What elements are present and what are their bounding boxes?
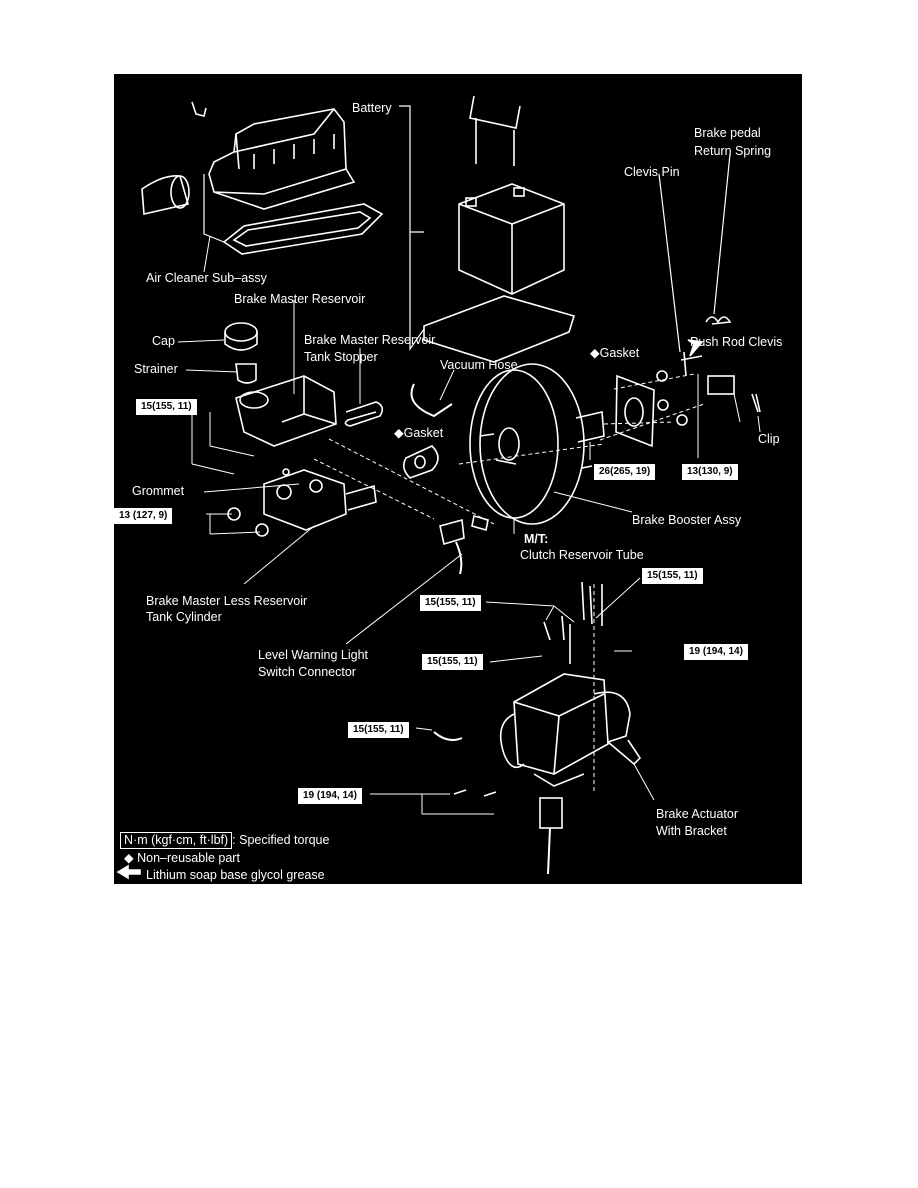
label-actuator-2: With Bracket [656, 824, 727, 838]
torque-actuator-top-right: 15(155, 11) [642, 568, 703, 584]
battery-icon [423, 95, 576, 363]
label-tank-stopper-2: Tank Stopper [304, 350, 378, 364]
label-gasket-master: ◆Gasket [394, 426, 444, 440]
air-cleaner-icon [141, 101, 384, 255]
label-cap: Cap [152, 334, 175, 348]
brake-actuator-icon [433, 581, 642, 875]
label-mt: M/T: [524, 532, 549, 546]
label-clevis-pin: Clevis Pin [624, 165, 680, 179]
label-brake-booster: Brake Booster Assy [632, 513, 742, 527]
master-reservoir-icon [224, 322, 337, 447]
label-master-cylinder-1: Brake Master Less Reservoir [146, 594, 308, 608]
legend-grease: Lithium soap base glycol grease [146, 868, 325, 882]
legend-nonreusable: ◆ Non–reusable part [124, 851, 240, 865]
label-gasket-booster: ◆Gasket [590, 346, 640, 360]
label-push-rod-clevis: Push Rod Clevis [690, 335, 783, 349]
label-clutch-tube: Clutch Reservoir Tube [520, 548, 644, 562]
legend-torque-unit: N·m (kgf·cm, ft·lbf) [120, 832, 233, 849]
label-brake-pedal-spring-1: Brake pedal [694, 126, 761, 140]
label-clip: Clip [758, 432, 780, 446]
torque-actuator-left: 15(155, 11) [420, 595, 481, 611]
torque-actuator-side: 15(155, 11) [348, 722, 409, 738]
grease-arrow-icon [116, 864, 141, 880]
torque-actuator-bolt-right: 19 (194, 14) [684, 644, 748, 660]
label-battery: Battery [352, 101, 392, 115]
torque-clevis-nut: 13(130, 9) [682, 464, 738, 480]
torque-master-nut: 13 (127, 9) [114, 508, 173, 524]
legend-torque: N·m (kgf·cm, ft·lbf): Specified torque [120, 832, 329, 849]
label-grommet: Grommet [132, 484, 185, 498]
label-level-warning-2: Switch Connector [258, 665, 356, 679]
label-brake-pedal-spring-2: Return Spring [694, 144, 772, 158]
label-air-cleaner: Air Cleaner Sub–assy [146, 271, 267, 285]
label-actuator-1: Brake Actuator [656, 807, 738, 821]
label-master-cylinder-2: Tank Cylinder [146, 610, 222, 624]
label-level-warning-1: Level Warning Light [258, 648, 369, 662]
exploded-parts-diagram: Battery Brake pedal Return Spring Clevis… [114, 74, 802, 884]
label-strainer: Strainer [134, 362, 178, 376]
torque-booster-nut: 26(265, 19) [594, 464, 656, 480]
legend-torque-desc: : Specified torque [232, 833, 330, 847]
label-tank-stopper-1: Brake Master Reservoir [304, 333, 436, 347]
torque-actuator-bolt-bottom: 19 (194, 14) [298, 788, 362, 804]
diagram-artwork [116, 95, 761, 880]
torque-actuator-mid: 15(155, 11) [422, 654, 483, 670]
label-vacuum-hose: Vacuum Hose [440, 358, 518, 372]
torque-reservoir-union: 15(155, 11) [136, 399, 197, 415]
label-brake-master-reservoir: Brake Master Reservoir [234, 292, 366, 306]
